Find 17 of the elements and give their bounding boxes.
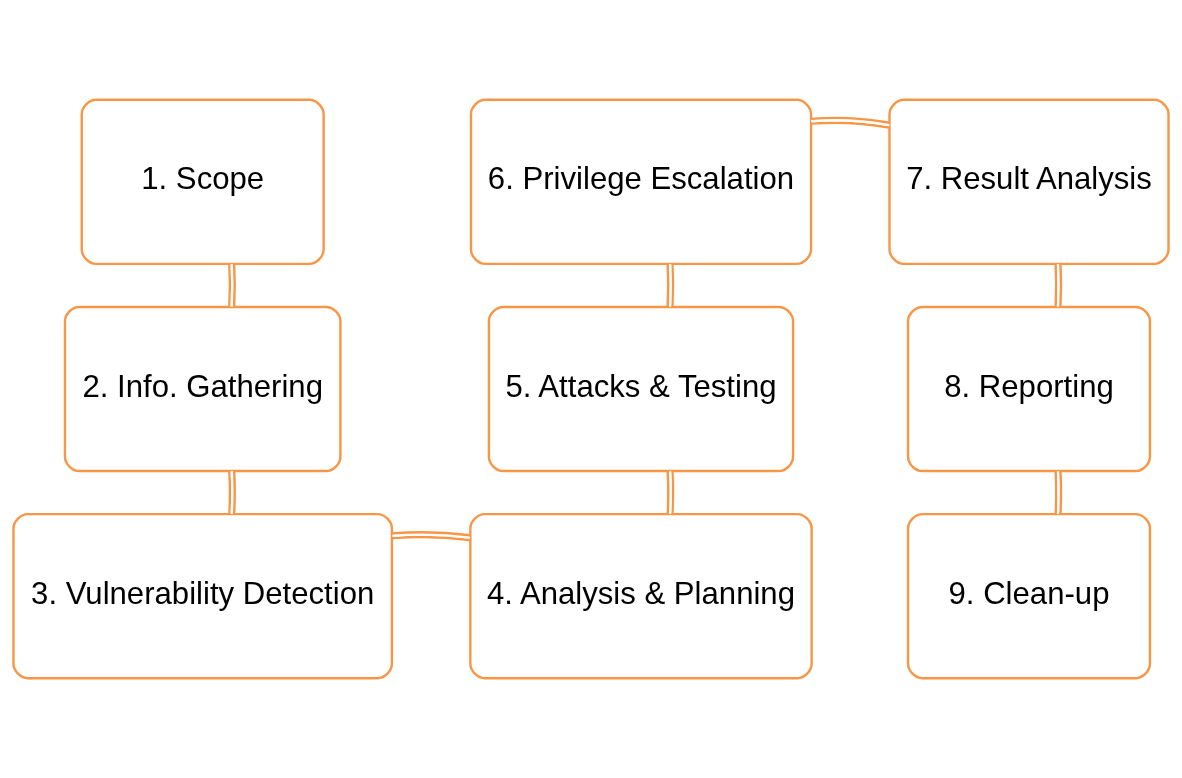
connector [392, 531, 471, 542]
connector [228, 470, 236, 515]
connector [1054, 470, 1063, 515]
connector [666, 263, 675, 307]
connector [810, 116, 891, 129]
node-box: 8. Reporting [906, 305, 1152, 473]
connector [1054, 263, 1063, 307]
node-box: 7. Result Analysis [888, 98, 1170, 266]
node-box: 5. Attacks & Testing [487, 305, 795, 473]
connector [666, 470, 675, 515]
node-box: 4. Analysis & Planning [469, 512, 813, 680]
node-box: 3. Vulnerability Detection [12, 512, 394, 680]
connector [228, 263, 236, 307]
node-box: 9. Clean-up [906, 512, 1152, 680]
node-box: 2. Info. Gathering [63, 305, 342, 473]
node-box: 1. Scope [80, 98, 325, 266]
node-box: 6. Privilege Escalation [469, 98, 813, 266]
